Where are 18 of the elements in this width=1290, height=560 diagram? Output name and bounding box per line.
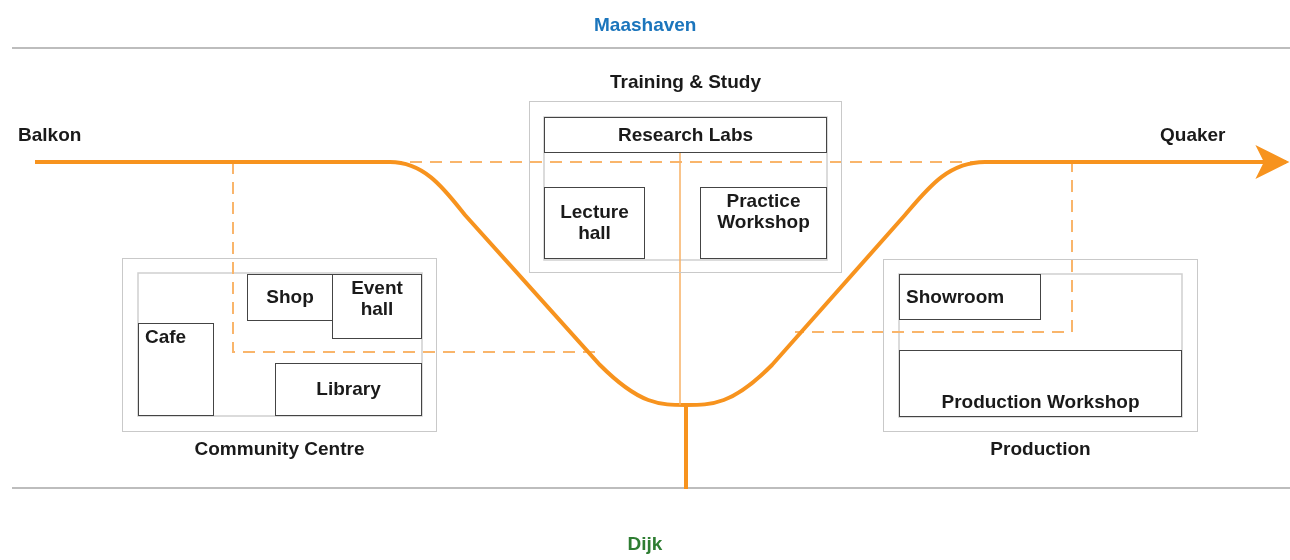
room-box: Library (275, 363, 422, 416)
room-box: Lecture hall (544, 187, 645, 259)
group-title: Community Centre (193, 439, 366, 460)
place-label: Dijk (627, 533, 663, 555)
room-box: Practice Workshop (700, 187, 827, 259)
room-box: Event hall (332, 274, 422, 339)
room-box: Research Labs (544, 117, 827, 153)
room-box: Shop (247, 274, 333, 321)
room-box: Production Workshop (899, 350, 1182, 417)
group-title: Training & Study (609, 72, 762, 93)
group-title: Production (989, 439, 1092, 460)
arrow (35, 145, 1290, 407)
route-line (679, 152, 681, 406)
place-label: Quaker (1160, 125, 1288, 162)
room-box: Showroom (899, 274, 1041, 320)
room-box: Cafe (138, 323, 214, 416)
place-label: Balkon (18, 125, 98, 162)
place-label: Maashaven (594, 14, 697, 36)
